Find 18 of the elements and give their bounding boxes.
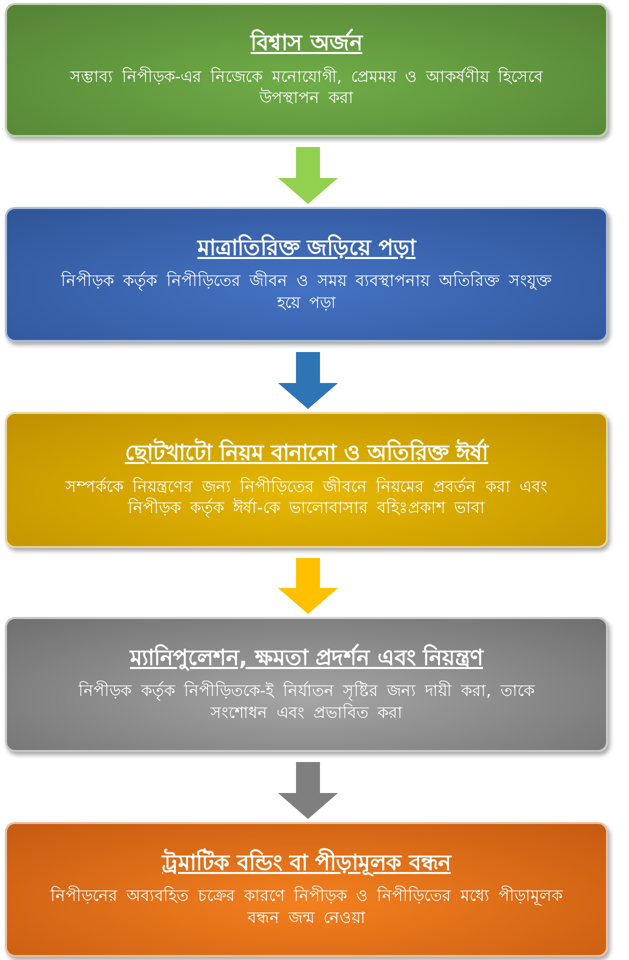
step-box	[5, 822, 608, 957]
step-description: সম্ভাব্য নিপীড়ক-এর নিজেকে মনোযোগী, প্রেমময় ও আকর্ষণীয় হিসেবে উপস্থাপন করা	[68, 66, 544, 109]
down-arrow	[278, 147, 338, 204]
step-description: নিপীড়ক কর্তৃক নিপীড়িতকে-ই নির্যাতন সৃষ্টির জন্য দায়ী করা, তাকে সংশোধন এবং প্রভাবিত করা	[77, 680, 536, 724]
step-box	[5, 3, 608, 137]
step-box	[5, 617, 608, 752]
step-description: সম্পর্ককে নিয়ন্ত্রণের জন্য নিপীড়িতের জীবনে নিয়মের প্রবর্তন করা এবং নিপীড়ক কর্তৃক ঈর্ষা-কে ভালোবাসার বহিঃপ্রকাশ ভাবা	[64, 476, 548, 519]
step-box	[5, 207, 608, 342]
step-title: মাত্রাতিরিক্ত জড়িয়ে পড়া	[197, 236, 416, 262]
down-arrow	[278, 352, 338, 409]
step-description: নিপীড়ক কর্তৃক নিপীড়িতের জীবন ও সময় ব্যবস্থাপনায় অতিরিক্ত সংযুক্ত হয়ে পড়া	[60, 270, 553, 314]
step-description: নিপীড়নের অব্যবহিত চক্রের কারণে নিপীড়ক ও নিপীড়িতের মধ্যে পীড়ামূলক বন্ধন জন্ম নেওয়া	[49, 885, 564, 928]
down-arrow	[278, 558, 338, 614]
down-arrow	[278, 762, 338, 819]
step-box	[5, 412, 608, 548]
step-title: বিশ্বাস অর্জন	[250, 31, 362, 58]
step-title: ট্রমাটিক বন্ডিং বা পীড়ামূলক বন্ধন	[162, 850, 451, 878]
step-title: ম্যানিপুলেশন, ক্ষমতা প্রদর্শন এবং নিয়ন্ত্রণ	[130, 646, 483, 672]
